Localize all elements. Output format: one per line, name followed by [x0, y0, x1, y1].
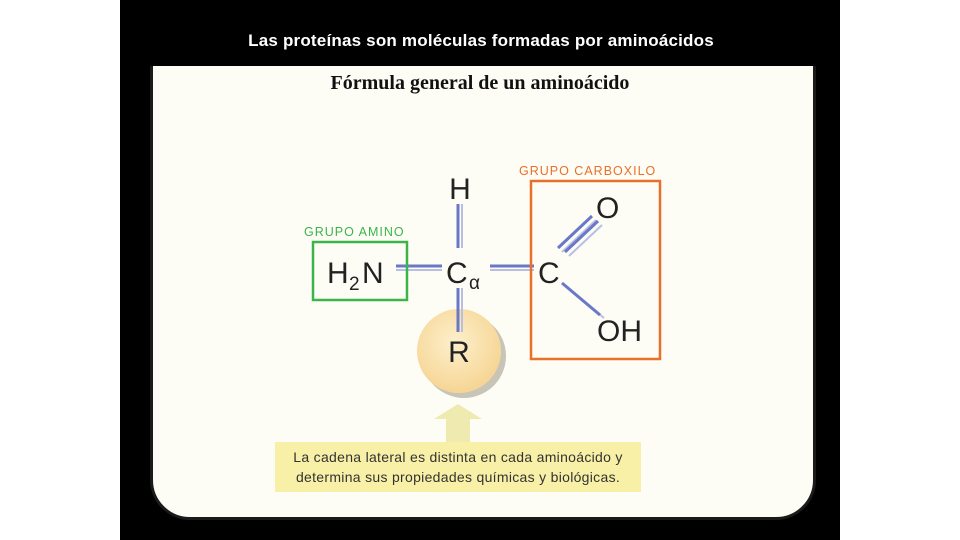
atom-side-chain-r: R: [448, 336, 470, 369]
bond-n-calpha: [396, 264, 442, 271]
bond-c-oh: [561, 281, 605, 319]
atom-alpha-carbon: C: [446, 257, 468, 290]
left-margin: [0, 0, 120, 540]
bond-calpha-r: [456, 288, 463, 332]
title-bar: Las proteínas son moléculas formadas por…: [146, 16, 816, 66]
atom-oxygen: O: [596, 192, 619, 225]
atom-hydrogen: H: [449, 173, 471, 206]
content-panel: [150, 50, 816, 520]
atom-hydroxyl: OH: [597, 315, 642, 348]
carboxyl-group-box: [529, 179, 662, 361]
diagram-subtitle: Fórmula general de un aminoácido: [330, 72, 630, 94]
double-bond-c-o: [556, 214, 603, 257]
slide: Las proteínas son moléculas formadas por…: [120, 0, 840, 540]
note-line-2: determina sus propiedades químicas y bio…: [295, 469, 621, 485]
alpha-symbol: α: [469, 273, 480, 294]
up-arrow-icon: [434, 404, 482, 442]
atom-amine-n: N: [362, 257, 384, 290]
right-margin: [840, 0, 960, 540]
side-chain-circle: [417, 309, 501, 393]
atom-amine-h: H: [327, 257, 349, 290]
atom-carboxyl-carbon: C: [538, 257, 560, 290]
side-chain-note: La cadena lateral es distinta en cada am…: [275, 442, 641, 492]
amino-acid-diagram: GRUPO AMINO GRUPO CARBOXILO H H 2 N C α …: [304, 164, 662, 442]
slide-title: Las proteínas son moléculas formadas por…: [248, 31, 714, 50]
amino-group-box: [311, 240, 409, 302]
amino-group-label: GRUPO AMINO: [304, 225, 405, 239]
bond-calpha-c: [490, 264, 534, 271]
carboxyl-group-label: GRUPO CARBOXILO: [519, 164, 656, 178]
atom-amine-subscript: 2: [349, 274, 360, 295]
note-line-1: La cadena lateral es distinta en cada am…: [293, 449, 623, 465]
bond-calpha-h: [456, 204, 463, 248]
